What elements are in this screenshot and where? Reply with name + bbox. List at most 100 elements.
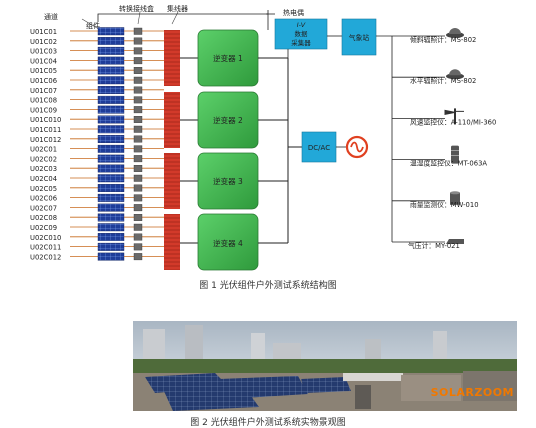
channel-label: U01C07 <box>30 87 57 95</box>
switch-box <box>133 106 143 114</box>
thermo-hygrometer-icon <box>451 145 459 164</box>
inverter-1-label: 逆变器 1 <box>213 53 243 63</box>
channel-label: U02C06 <box>30 195 57 203</box>
combiner-box-1 <box>164 30 180 86</box>
solarzoom-watermark: SOLARZOOM <box>430 386 514 399</box>
dcac-label: DC/AC <box>308 144 330 152</box>
switch-box <box>133 115 143 123</box>
channel-label: U02C05 <box>30 185 57 193</box>
instrument-label: 风速监控仪：A-110/MI-360 <box>410 117 496 126</box>
weather-station-label: 气象站 <box>349 33 370 42</box>
pv-module <box>97 105 125 114</box>
channel-label: U01C05 <box>30 67 57 75</box>
thermocouple-label: 热电偶 <box>283 8 304 17</box>
thermocouple-line <box>97 10 269 30</box>
pyranometer-icon <box>446 28 464 38</box>
pv-module <box>97 95 125 104</box>
system-structure-diagram: 通道 组件 转换接线盒 集线器 热电偶 U01C01U01C02U01C03U0… <box>30 4 496 271</box>
channel-rows: U01C01U01C02U01C03U01C04U01C05U01C06U01C… <box>30 27 164 261</box>
pv-module <box>97 76 125 85</box>
pv-module <box>97 115 125 124</box>
instrument-label: 温湿度监控仪：MT-063A <box>410 159 487 168</box>
switch-box <box>133 86 143 94</box>
switch-box <box>133 194 143 202</box>
inverter-group: 逆变器 1 逆变器 2 逆变器 3 逆变器 4 <box>197 29 259 271</box>
pv-module <box>97 242 125 251</box>
pv-module <box>97 144 125 153</box>
figure-2-caption: 图 2 光伏组件户外测试系统实物景观图 <box>190 418 346 428</box>
iv-data-acquisition-box <box>274 18 328 50</box>
figure-1-caption: 图 1 光伏组件户外测试系统结构图 <box>199 281 337 291</box>
channel-label: U02C011 <box>30 244 61 252</box>
switch-box-header: 转换接线盒 <box>119 4 154 13</box>
switch-box <box>133 125 143 133</box>
switch-box <box>133 243 143 251</box>
pv-module <box>97 184 125 193</box>
channel-label: U02C04 <box>30 175 57 183</box>
channel-label: U02C03 <box>30 165 57 173</box>
module-pointer <box>81 18 98 29</box>
channel-label: U01C06 <box>30 77 57 85</box>
dcac-box <box>301 131 337 163</box>
barometer-icon <box>446 239 464 244</box>
switch-box <box>133 27 143 35</box>
instrument-tree-trunk <box>376 35 393 242</box>
switch-box <box>133 184 143 192</box>
channel-label: U01C011 <box>30 126 61 134</box>
channel-label: U02C010 <box>30 234 61 242</box>
anemometer-icon <box>444 108 464 125</box>
instrument-list: 倾斜辐照计：MS-802水平辐照计：MS-802风速监控仪：A-110/MI-3… <box>392 28 496 250</box>
daq-line-3: 采集器 <box>291 38 311 47</box>
pv-module <box>97 164 125 173</box>
channel-label: U01C01 <box>30 28 57 36</box>
channel-label: U02C02 <box>30 155 57 163</box>
switch-box <box>133 37 143 45</box>
switch-box <box>133 233 143 241</box>
channel-label: U01C02 <box>30 38 57 46</box>
weather-station-box <box>341 18 377 56</box>
switch-box <box>133 164 143 172</box>
channel-header: 通道 <box>44 12 58 21</box>
instrument-label: 雨量监测仪：MW-010 <box>410 200 479 209</box>
instrument-label: 气压计：MY-021 <box>408 241 460 250</box>
switch-box <box>133 204 143 212</box>
pv-module <box>97 125 125 134</box>
daq-line-2: 数据 <box>295 29 309 38</box>
switch-box <box>133 145 143 153</box>
channel-label: U02C01 <box>30 146 57 154</box>
pv-module <box>97 203 125 212</box>
inverter-4-label: 逆变器 4 <box>213 238 243 248</box>
switch-box <box>133 47 143 55</box>
switch-box <box>133 253 143 261</box>
pv-module <box>97 154 125 163</box>
pv-module <box>97 233 125 242</box>
grid-wave-icon <box>350 141 364 153</box>
daq-line-1: I-V <box>297 21 306 29</box>
switch-box <box>133 57 143 65</box>
pyranometer-icon <box>446 69 464 80</box>
switch-box <box>133 213 143 221</box>
channel-label: U01C012 <box>30 136 61 144</box>
pv-module <box>97 135 125 144</box>
inverter-3-label: 逆变器 3 <box>213 176 243 186</box>
combiner-box-4 <box>164 214 180 270</box>
rain-gauge-icon <box>450 191 460 205</box>
combiner-box-3 <box>164 153 180 209</box>
switch-box <box>133 135 143 143</box>
pv-module <box>97 223 125 232</box>
inverter-4 <box>197 213 259 271</box>
channel-label: U01C010 <box>30 116 61 124</box>
pv-module <box>97 37 125 45</box>
combiner-box-2 <box>164 92 180 148</box>
inverter-output-bus <box>258 57 302 244</box>
channel-label: U02C08 <box>30 214 57 222</box>
combiner-inverter-links <box>180 57 198 244</box>
pv-module <box>97 174 125 183</box>
channel-label: U02C09 <box>30 224 57 232</box>
channel-label: U02C07 <box>30 204 57 212</box>
switch-box <box>133 174 143 182</box>
channel-label: U02C012 <box>30 253 61 261</box>
inverter-2-label: 逆变器 2 <box>213 115 243 125</box>
pv-module <box>97 213 125 222</box>
pv-module <box>97 27 125 36</box>
